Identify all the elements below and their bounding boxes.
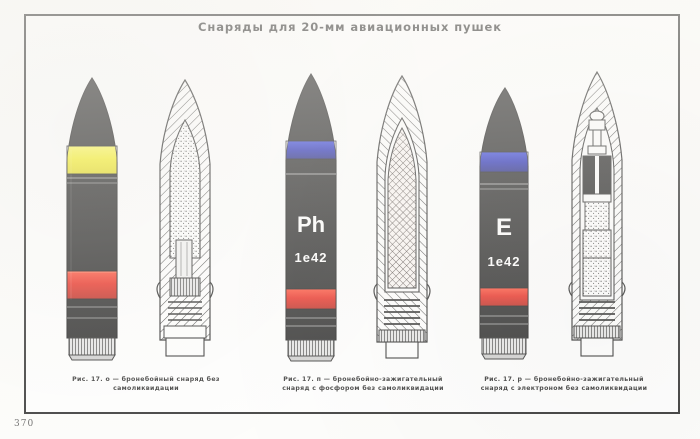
shell-a-section-view (156, 78, 214, 357)
shell-c-section-base (580, 337, 614, 357)
shell-c-blue-band (480, 152, 528, 172)
shell-a-yellow-band (67, 146, 117, 174)
shell-b-red-band (286, 289, 336, 309)
shell-a-red-band (67, 271, 117, 299)
shell-c-base (481, 337, 527, 355)
caption-shell-c-line2: снаряд с электроном без самоликвидации (480, 385, 648, 392)
caption-shell-c: Рис. 17. р — бронебойно-зажигательный сн… (458, 375, 670, 393)
shell-c-red-band (480, 288, 528, 306)
shell-a-base (68, 337, 116, 356)
caption-shell-a: Рис. 17. о — бронебойный снаряд без само… (46, 375, 246, 393)
caption-shell-a-line2: самоликвидации (113, 385, 179, 392)
shell-a-painted-view (66, 77, 118, 361)
page-number: 370 (14, 419, 35, 429)
shell-a-section-base (165, 337, 205, 357)
shell-b-section-view (373, 74, 431, 359)
shell-c-powder (584, 201, 610, 231)
shell-c-electron-body (582, 229, 612, 297)
shell-a-tracer-tube (175, 239, 193, 279)
caption-shell-b-line1: Рис. 17. п — бронебойно-зажигательный (283, 376, 443, 383)
caption-shell-c-line1: Рис. 17. р — бронебойно-зажигательный (484, 376, 644, 383)
caption-shell-b-line2: снаряд с фосфором без самоликвидации (282, 385, 444, 392)
shell-b-phosphorus-filler (387, 126, 417, 289)
shell-c-lot-code: 1e42 (487, 254, 521, 269)
caption-shell-b: Рис. 17. п — бронебойно-зажигательный сн… (258, 375, 468, 393)
shell-b-base (287, 339, 335, 357)
shell-b-section-base (385, 341, 419, 359)
shell-c-filler-code: E (495, 214, 512, 241)
shell-b-filler-code: Ph (296, 212, 326, 237)
caption-shell-a-line1: Рис. 17. о — бронебойный снаряд без (72, 376, 220, 383)
shell-c-section-view (568, 70, 626, 357)
shell-b-lot-code: 1e42 (294, 250, 328, 265)
